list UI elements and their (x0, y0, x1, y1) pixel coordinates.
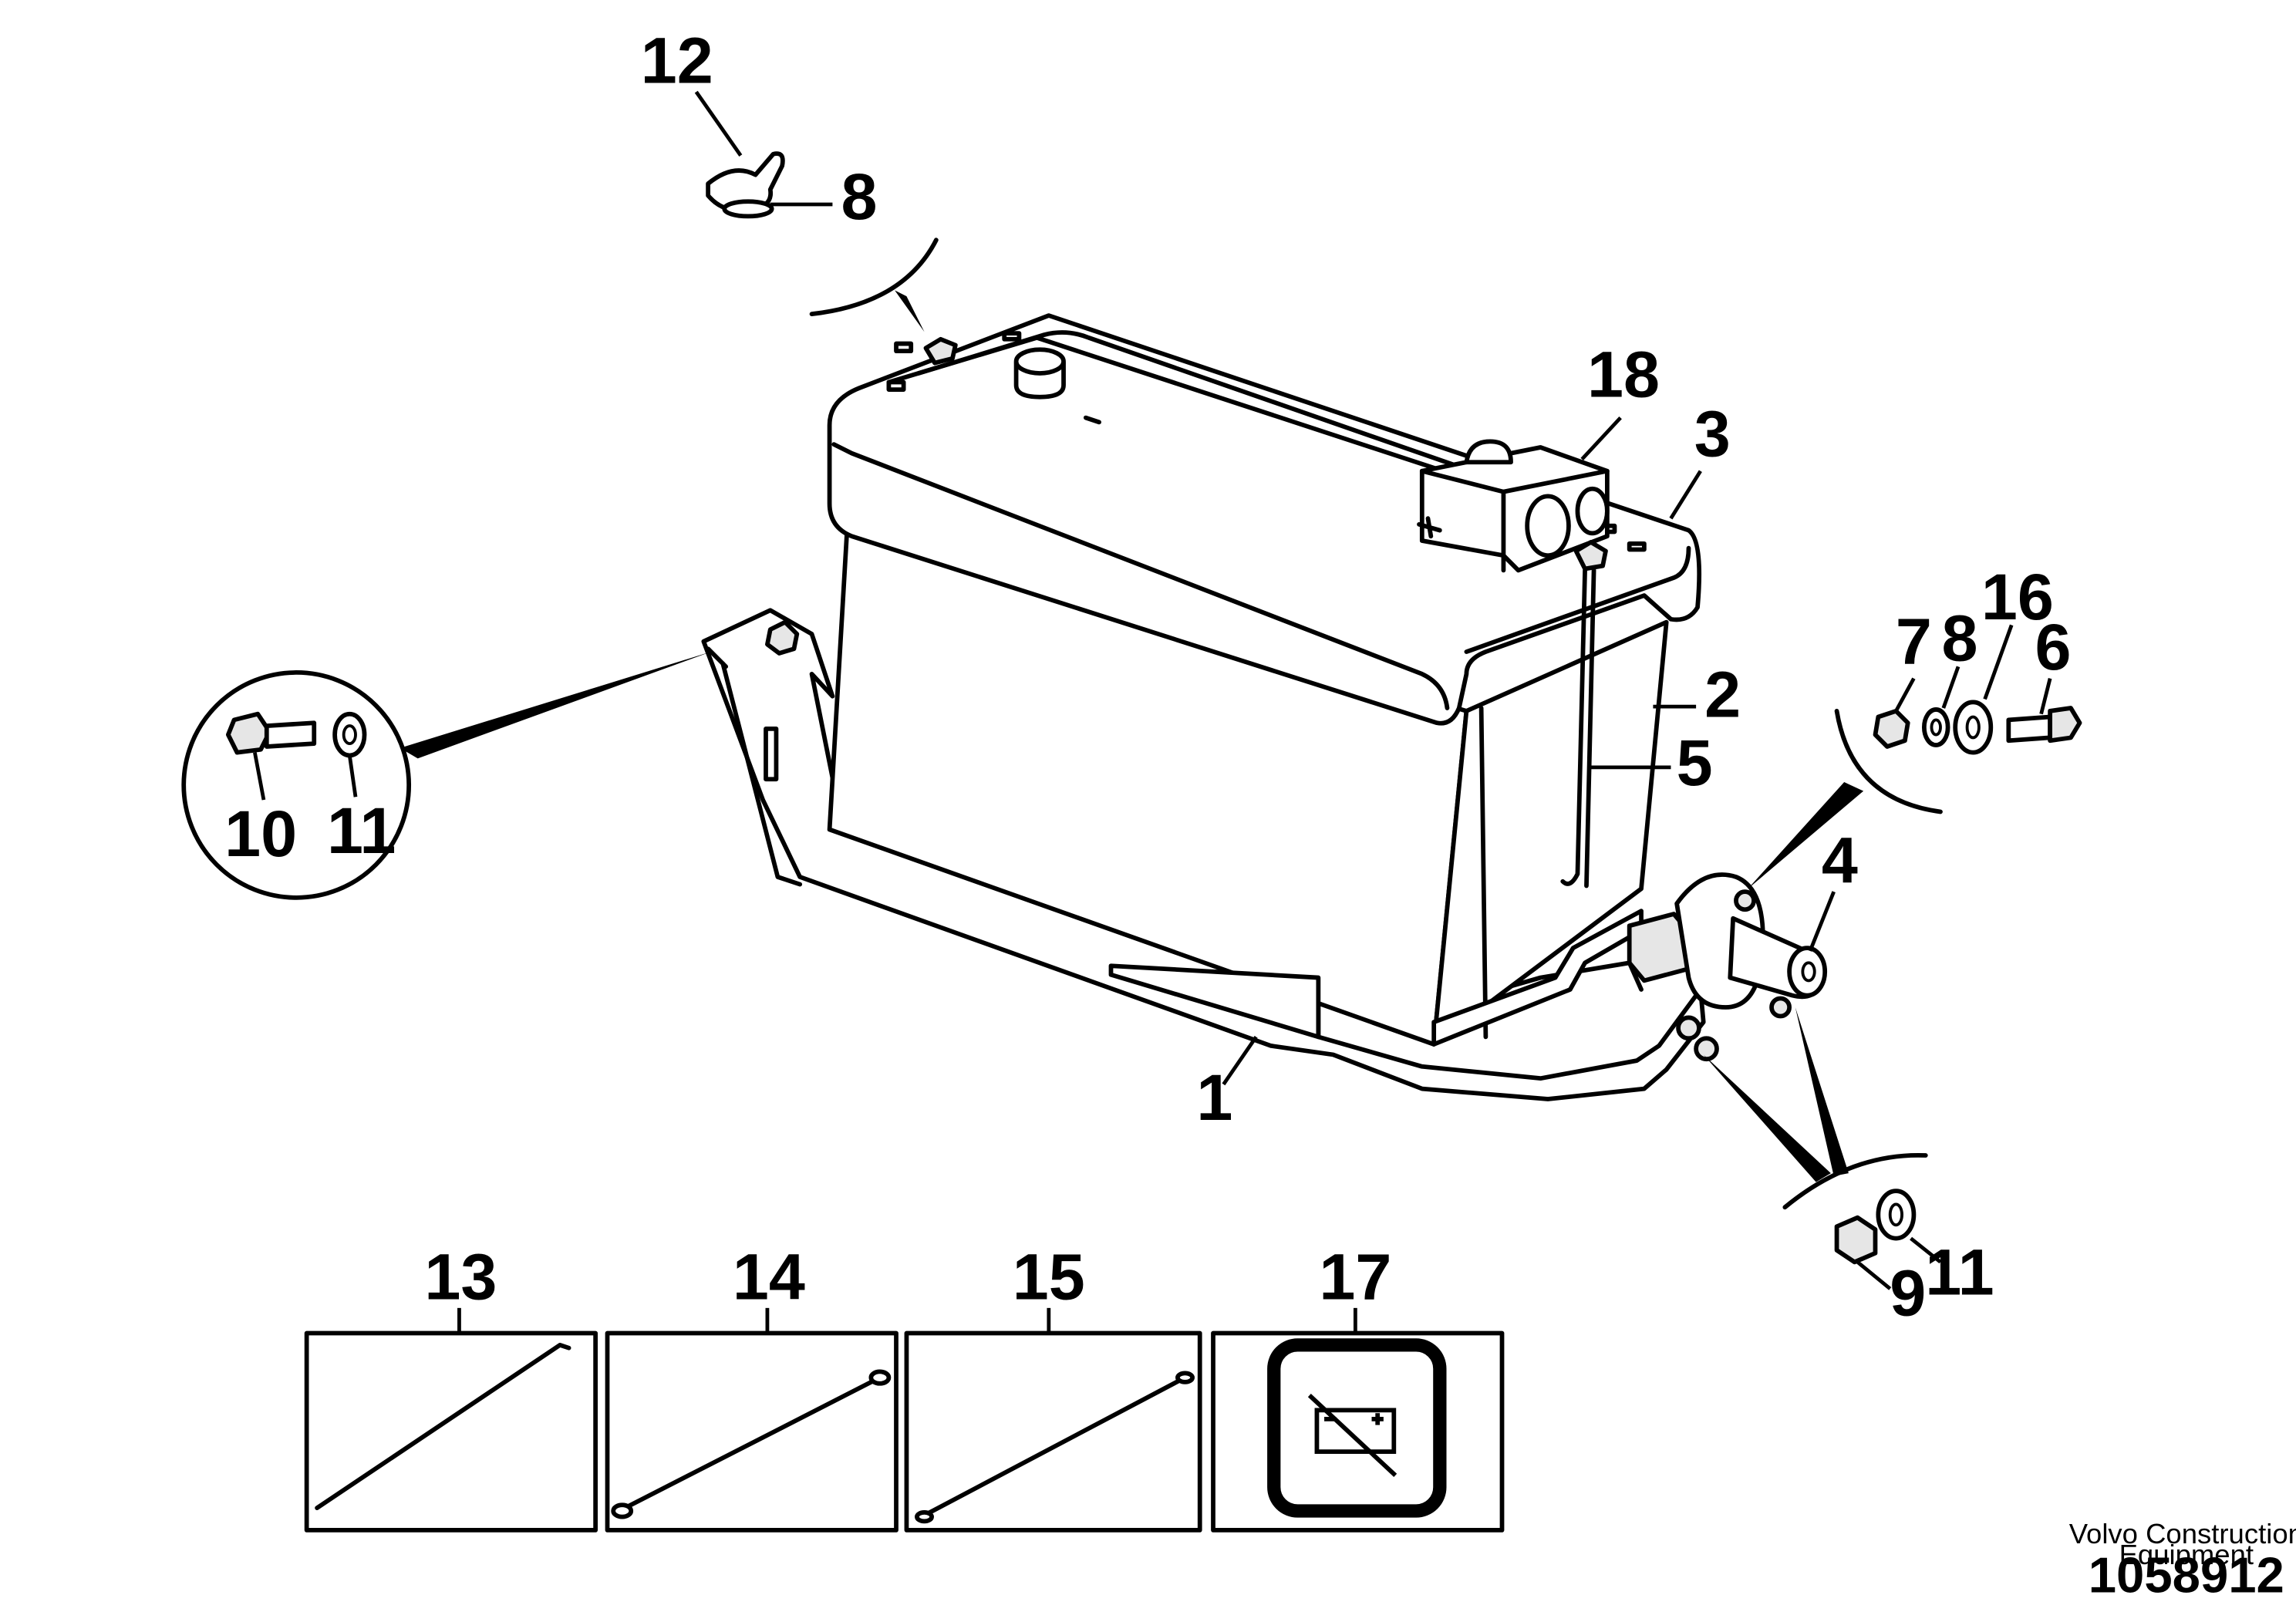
part-box-13 (304, 1307, 598, 1533)
rod-wing-nut (1573, 540, 1608, 572)
cable-icon (315, 1342, 571, 1510)
callout-11-bottom: 11 (1925, 1236, 1994, 1309)
leader-12 (694, 90, 743, 157)
tray-slot (764, 727, 779, 782)
callout-2: 2 (1704, 659, 1741, 731)
battery-cover (827, 313, 1702, 726)
battery-main-switch (1627, 872, 1828, 1062)
callout-14: 14 (733, 1240, 805, 1313)
callout-labels: 12 8 18 3 2 5 4 1 10 11 7 8 16 6 9 11 13… (224, 25, 2071, 1330)
terminal-cap (1464, 439, 1513, 465)
callout-12: 12 (641, 25, 713, 97)
callout-1: 1 (1196, 1061, 1232, 1134)
callout-13: 13 (424, 1240, 497, 1313)
large-washer-icon (1953, 700, 1994, 755)
detail-pointer (400, 652, 711, 759)
switch-key-socket (1787, 946, 1828, 998)
callout-8-right: 8 (1941, 602, 1977, 675)
detail-pointer (1703, 1054, 1831, 1182)
detail-switch-fasteners (1748, 624, 2082, 889)
nut-icon (1834, 1215, 1878, 1265)
callout-8-top: 8 (841, 160, 877, 233)
bolt-icon (225, 711, 272, 755)
callout-18: 18 (1587, 339, 1660, 411)
detail-pointer (1748, 782, 1864, 889)
callout-5: 5 (1677, 727, 1713, 799)
detail-nut-washer (1703, 1007, 1942, 1290)
part-box-17 (1211, 1307, 1505, 1533)
cover-slot (1002, 331, 1022, 342)
credit-line-2: Equipment (2119, 1539, 2254, 1570)
terminal-cover (1417, 439, 1610, 573)
callout-4: 4 (1822, 824, 1858, 897)
battery-assembly (701, 313, 1828, 1101)
detail-pointer (895, 290, 925, 332)
cover-slot (1627, 541, 1647, 552)
washer-icon (332, 711, 367, 758)
bolt-icon (2006, 714, 2052, 744)
battery-decal-frame (1267, 1338, 1447, 1518)
cover-slot (886, 379, 906, 392)
detail-pointer (1795, 1007, 1849, 1176)
callout-9: 9 (1890, 1256, 1926, 1329)
tray-nut-left (765, 619, 800, 656)
washer-icon (1876, 1189, 1917, 1241)
callout-3: 3 (1694, 398, 1731, 470)
callout-10: 10 (224, 798, 297, 870)
washer-icon (722, 199, 774, 219)
part-box-15 (904, 1307, 1202, 1533)
footer: Volvo Construction Equipment 1058912 (2069, 1518, 2296, 1603)
main-leader-lines (1222, 416, 1836, 1086)
callout-6: 6 (2035, 611, 2071, 683)
credit-line-1: Volvo Construction (2069, 1518, 2296, 1549)
nut-icon (1873, 708, 1910, 749)
part-box-14 (605, 1307, 899, 1533)
detail-wing-nut (694, 90, 939, 332)
callout-16: 16 (1981, 561, 2054, 633)
battery-body (827, 523, 1669, 1047)
detail-arc (1834, 708, 1943, 814)
callout-7: 7 (1896, 605, 1932, 677)
callout-11-left: 11 (327, 794, 396, 867)
hold-down-rod (1560, 540, 1608, 889)
cable-icon (616, 1375, 882, 1513)
detail-arc (809, 238, 939, 317)
detail-bolt-washer (181, 652, 711, 900)
document-number: 1058912 (2089, 1547, 2284, 1603)
battery-crossed-out-icon (1307, 1394, 1397, 1477)
cable-icon (919, 1375, 1188, 1519)
cover-slot (894, 341, 914, 354)
detail-arc (1782, 1152, 1928, 1210)
callout-15: 15 (1013, 1240, 1085, 1313)
cover-wing-nut (923, 336, 958, 366)
washer-icon (1921, 707, 1950, 747)
callout-17: 17 (1319, 1240, 1391, 1313)
